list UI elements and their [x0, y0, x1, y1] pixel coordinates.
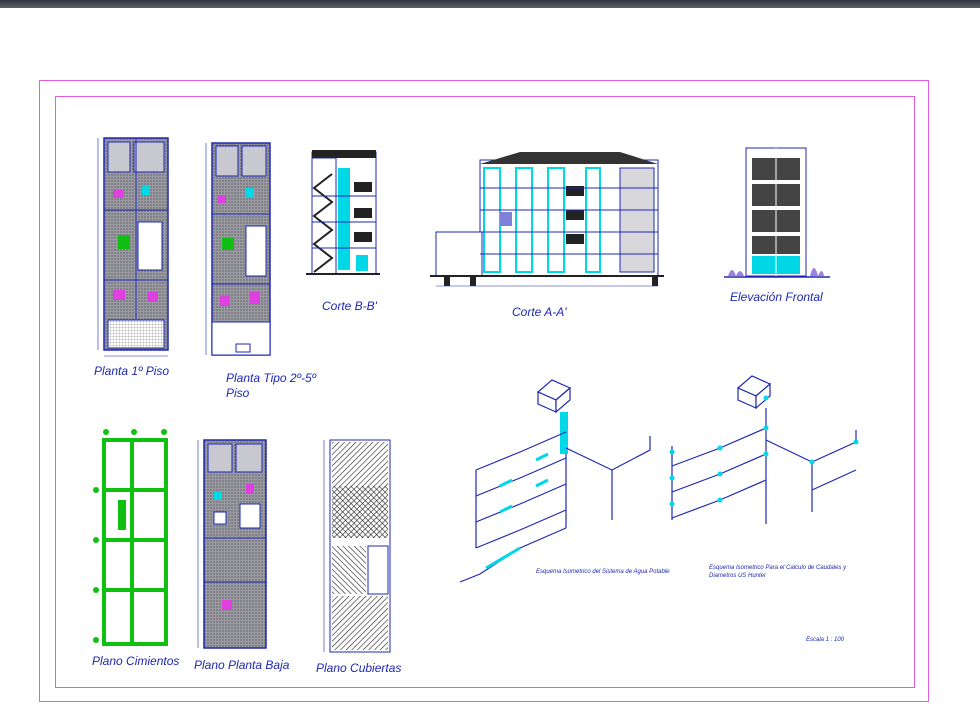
- label-plano-cubiertas: Plano Cubiertas: [316, 661, 402, 675]
- planta-1-piso-drawing: [97, 137, 169, 357]
- elevacion-frontal-drawing: [724, 147, 830, 278]
- corte-aa-drawing: [430, 152, 664, 287]
- label-planta-1-piso: Planta 1º Piso: [94, 364, 170, 378]
- plano-planta-baja-drawing: [197, 439, 267, 649]
- corte-bb-drawing: [306, 150, 380, 275]
- drawing-frame: [55, 96, 915, 688]
- title-bar: [0, 0, 980, 8]
- label-planta-tipo-line-2: Piso: [226, 386, 250, 400]
- planta-tipo-drawing: [205, 142, 271, 356]
- label-planta-tipo-line-1: Planta Tipo 2º-5º: [226, 371, 317, 385]
- label-plano-planta-baja: Plano Planta Baja: [194, 658, 290, 672]
- esquema-caudales-drawing: [669, 375, 859, 524]
- label-esquema-caudales-line-1: Esquema Isometrico Para el Calculo de Ca…: [709, 565, 847, 571]
- label-corte-aa: Corte A-A': [512, 305, 567, 319]
- label-escala: Escala 1 : 100: [806, 637, 845, 643]
- label-esquema-caudales-line-2: Diametros US Hunter: [709, 573, 767, 579]
- esquema-agua-potable-drawing: [459, 379, 651, 583]
- sheet-border: [39, 80, 929, 702]
- label-corte-bb: Corte B-B': [322, 299, 377, 313]
- label-esquema-agua-potable: Esquema Isometrico del Sistema de Agua P…: [536, 569, 670, 575]
- plano-cubiertas-drawing: [323, 439, 391, 653]
- label-elevacion-frontal: Elevación Frontal: [730, 290, 823, 304]
- plano-cimientos-drawing: [93, 429, 168, 646]
- label-plano-cimientos: Plano Cimientos: [92, 654, 180, 668]
